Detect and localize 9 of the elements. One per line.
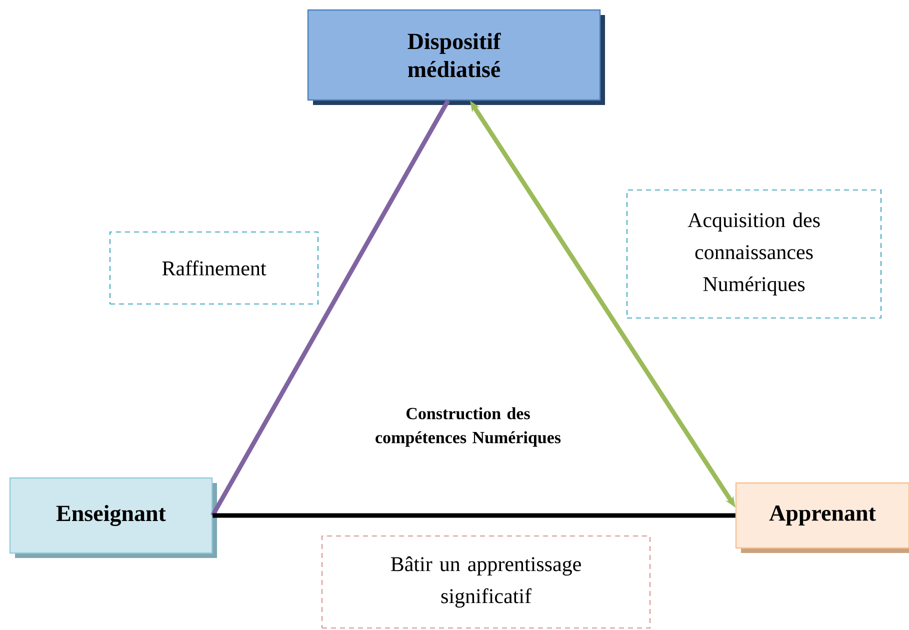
connector-line	[212, 513, 736, 518]
actor-box: Dispositif médiatisé	[307, 9, 605, 105]
annotation-box: Acquisition des connaissances Numériques	[626, 189, 882, 319]
actor-box: Apprenant	[735, 482, 909, 553]
annotation-box: Bâtir un apprentissage significatif	[321, 535, 651, 629]
center-label: Construction des compétences Numériques	[376, 407, 561, 447]
actor-box: Enseignant	[9, 477, 217, 558]
connector-line	[210, 100, 450, 517]
annotation-box: Raffinement	[109, 231, 319, 305]
